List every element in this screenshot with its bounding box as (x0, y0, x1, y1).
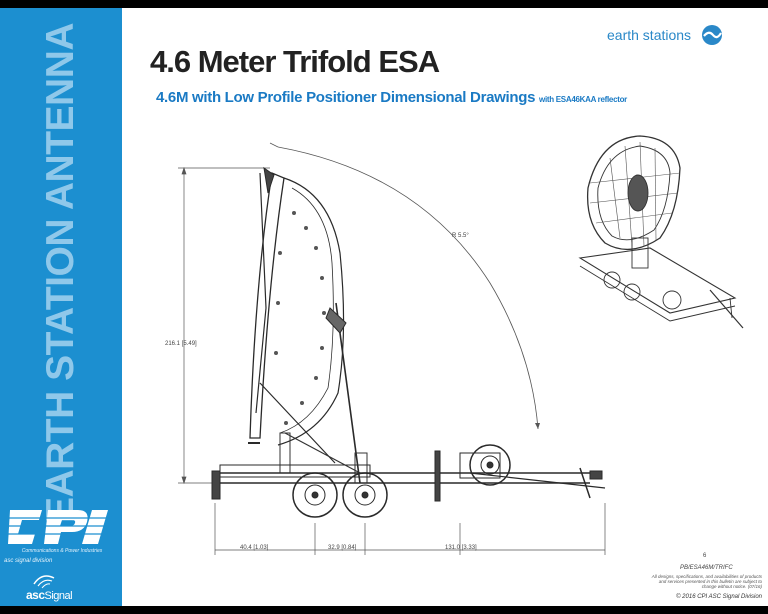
asc-division-label: asc signal division (4, 558, 53, 564)
dimension-radius-label: R 5.5° (452, 233, 469, 239)
page-subtitle: 4.6M with Low Profile Positioner Dimensi… (156, 89, 627, 106)
dimension-axle-spacing-label: 32.9 [0.84] (328, 545, 357, 551)
isometric-antenna-drawing (578, 135, 744, 329)
cpi-tagline: Communications & Power Industries (21, 548, 103, 554)
disclaimer-text: All designs, specifications, and availab… (651, 574, 762, 589)
asc-signal-wordmark: ascSignal (26, 588, 73, 602)
reflector-drawing (248, 166, 361, 484)
dimensional-drawing-side-view (178, 142, 606, 555)
dimension-front-overhang-label: 40.4 [1.03] (240, 545, 269, 551)
asc-signal-logo-icon (33, 575, 55, 589)
dimension-tongue-label: 131.0 [3.33] (445, 545, 477, 551)
cpi-logo-icon (6, 510, 118, 544)
bottom-dimension-lines (214, 503, 606, 555)
page-title: 4.6 Meter Trifold ESA (150, 44, 440, 79)
sidebar: EARTH STATION ANTENNA Communications & P… (0, 8, 122, 606)
dimension-height-label: 216.1 [5.49] (165, 341, 197, 347)
earth-stations-brand: earth stations (607, 27, 692, 43)
document-code: PB/ESA46M/TRIFC (680, 565, 733, 571)
copyright-text: © 2016 CPI ASC Signal Division (676, 594, 762, 600)
page-number: 6 (703, 553, 707, 559)
sidebar-vertical-title: EARTH STATION ANTENNA (39, 22, 82, 524)
height-dimension (178, 166, 270, 485)
earth-stations-swirl-icon (702, 25, 722, 45)
slide: EARTH STATION ANTENNA Communications & P… (0, 8, 768, 606)
swing-radius-arc (277, 146, 539, 430)
trailer-drawing (211, 444, 606, 518)
